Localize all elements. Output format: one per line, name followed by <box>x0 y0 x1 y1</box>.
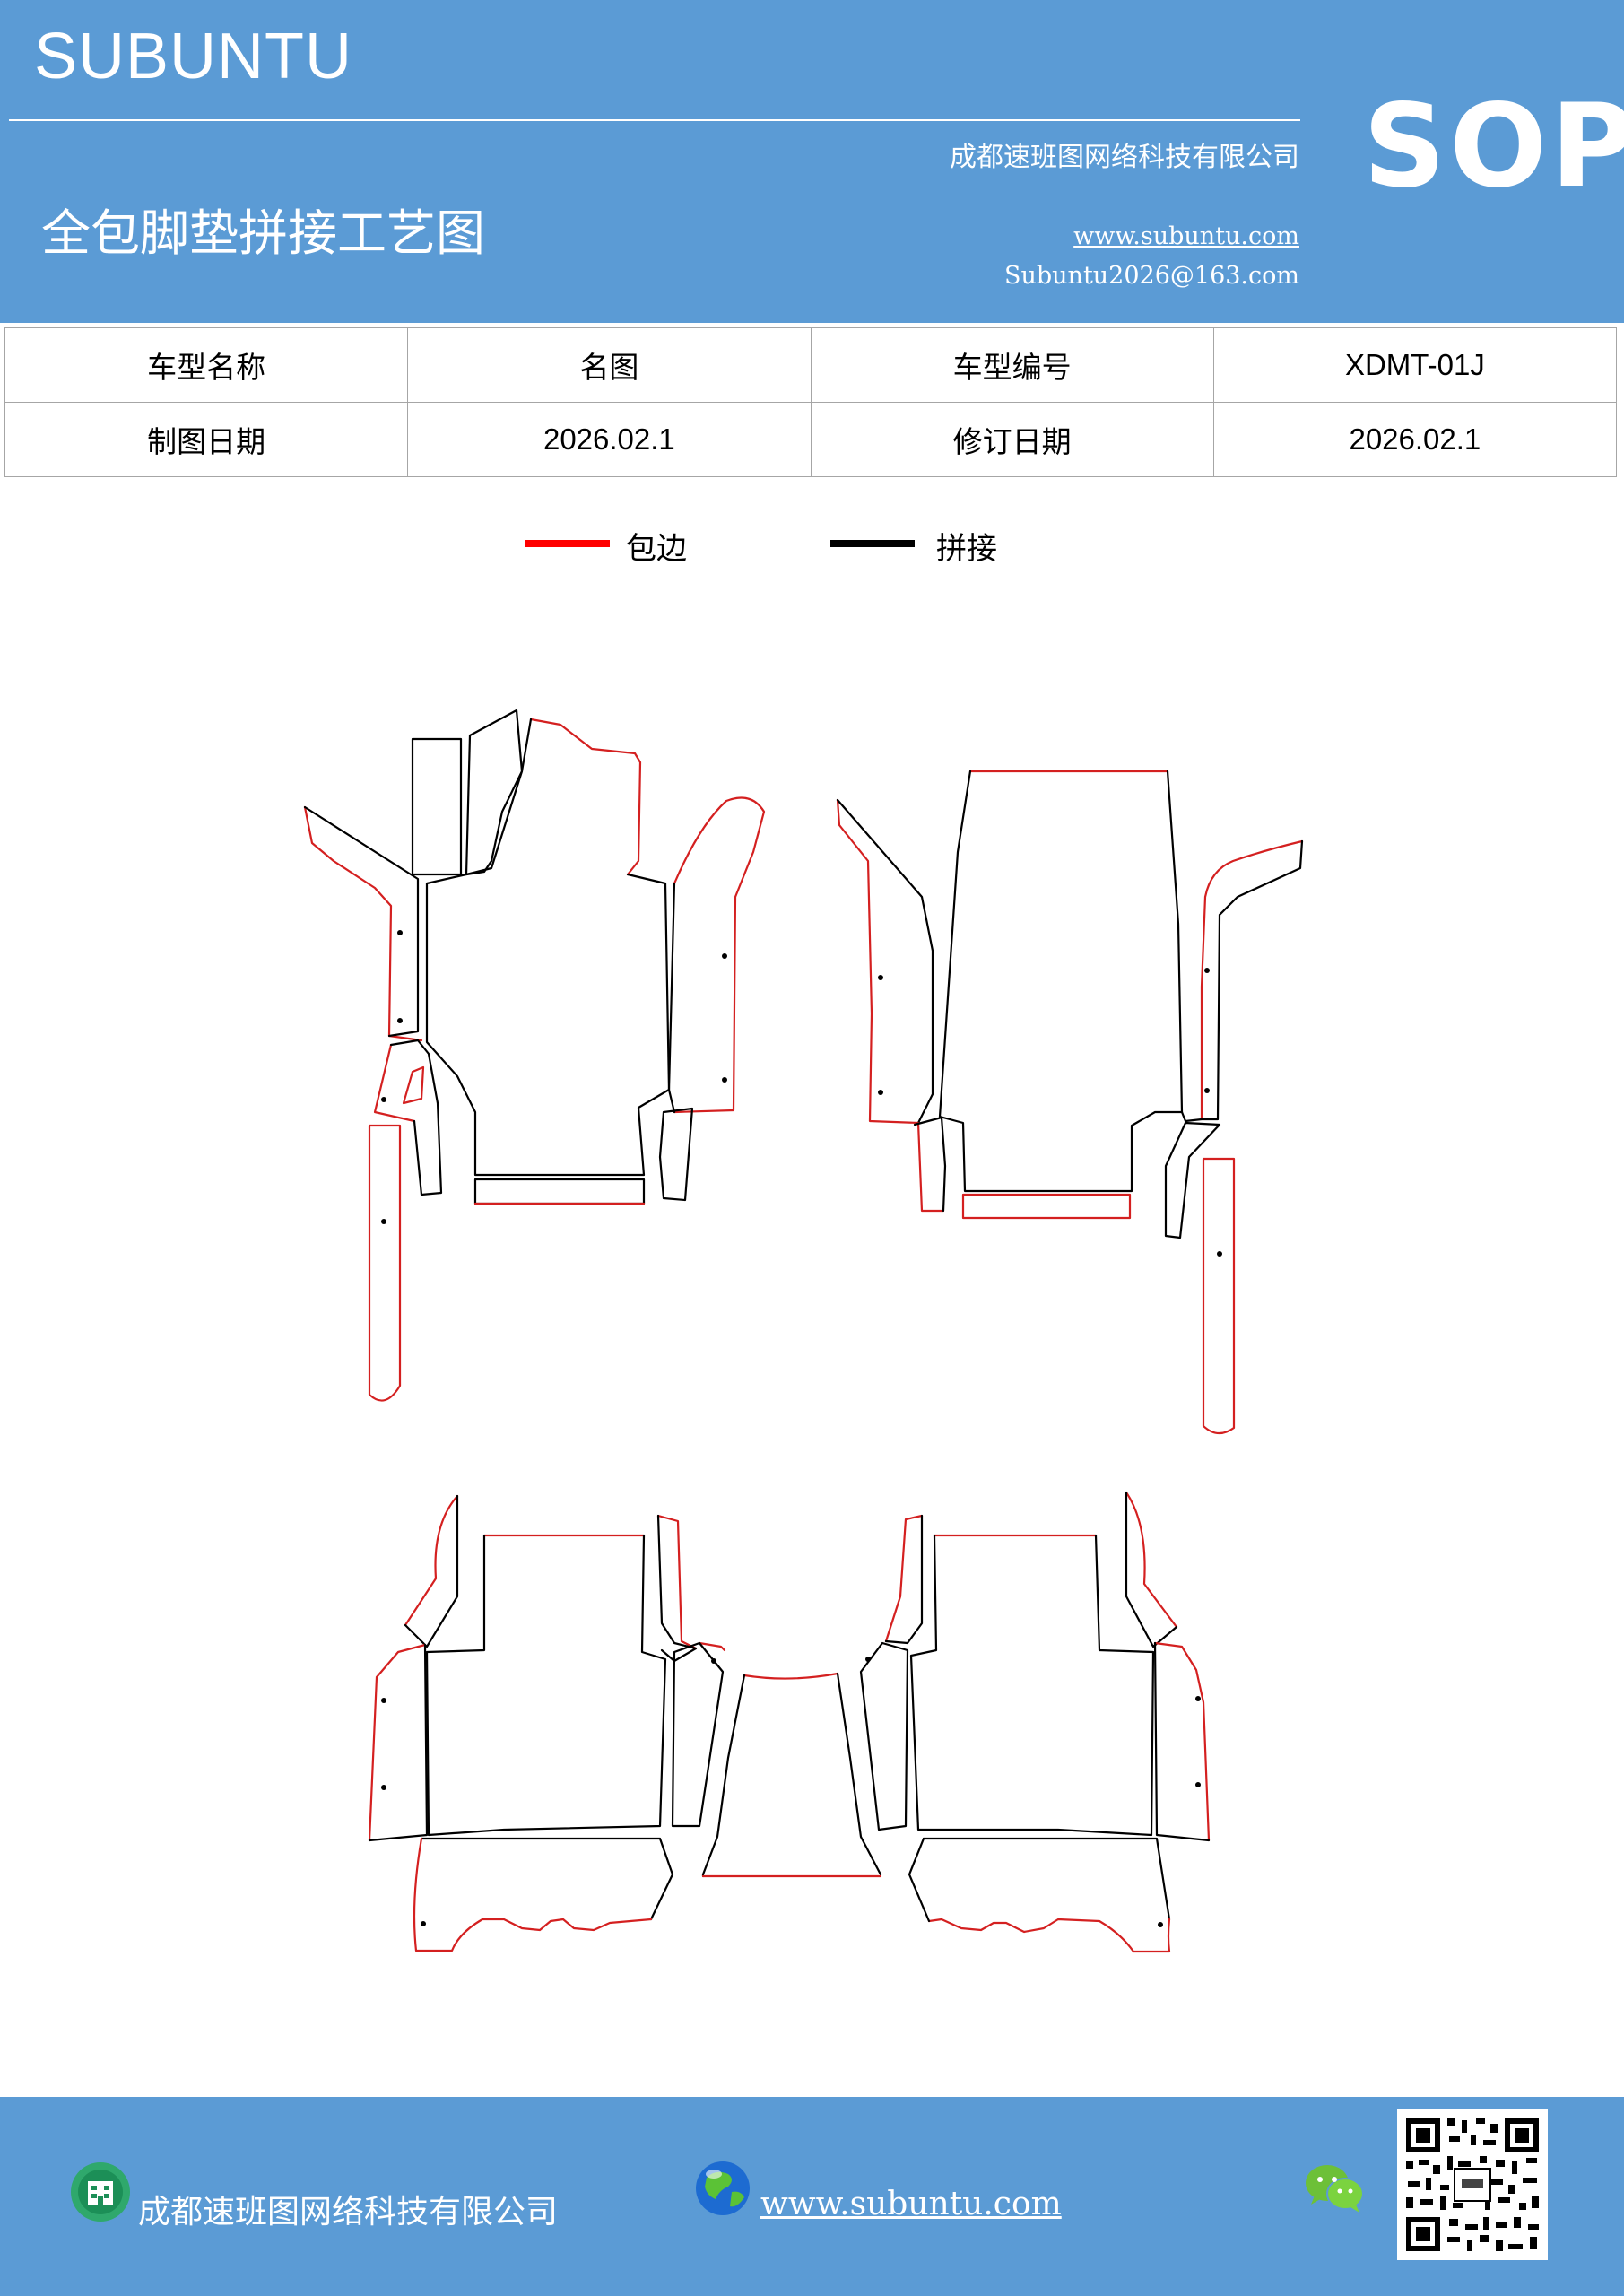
mat-piece <box>698 1641 726 1652</box>
rear-right-mat <box>859 1491 1211 1953</box>
mat-piece <box>465 709 524 876</box>
header-divider <box>9 119 1300 121</box>
mat-piece <box>884 1514 924 1643</box>
mat-piece <box>529 718 642 876</box>
mat-piece <box>673 796 766 1114</box>
footer-company-name: 成都速班图网络科技有限公司 <box>138 2194 559 2231</box>
mat-piece <box>404 1494 459 1627</box>
model-name-value: 名图 <box>407 327 812 403</box>
mat-piece <box>909 1534 1155 1837</box>
mat-piece <box>836 798 920 1125</box>
qr-code[interactable] <box>1397 2109 1548 2260</box>
model-code-label: 车型编号 <box>810 327 1214 403</box>
mat-piece <box>368 1124 402 1402</box>
mat-piece <box>473 1178 646 1205</box>
mat-piece <box>402 1065 425 1105</box>
mat-piece <box>425 718 671 1177</box>
mat-piece <box>1125 1491 1178 1629</box>
brand-name: SUBUNTU <box>34 21 353 92</box>
model-name-label: 车型名称 <box>4 327 409 403</box>
mat-piece <box>411 737 463 876</box>
mat-piece <box>884 1514 924 1645</box>
mat-piece <box>1153 1641 1211 1842</box>
mat-piece <box>389 1039 443 1196</box>
mat-piece <box>908 1837 931 1923</box>
table-row: 车型名称 名图 车型编号 XDMT-01J <box>4 327 1618 403</box>
mat-piece <box>938 770 1184 1193</box>
legend-item-seam: 拼接 <box>830 520 1046 574</box>
mat-piece <box>1164 1121 1221 1239</box>
legend-label-edge: 包边 <box>626 531 687 567</box>
front-right-mat <box>836 770 1304 1435</box>
mat-piece <box>1153 1641 1211 1842</box>
building-icon <box>71 2162 130 2222</box>
mat-piece <box>413 1837 653 1952</box>
mat-piece <box>303 805 420 1038</box>
mat-piece <box>368 1643 427 1842</box>
mat-piece <box>303 805 423 1042</box>
info-table: 车型名称 名图 车型编号 XDMT-01J 制图日期 2026.02.1 修订日… <box>4 327 1618 477</box>
mat-piece <box>656 1514 698 1663</box>
mat-piece <box>922 1837 1171 1921</box>
mat-piece <box>656 1514 698 1650</box>
mat-piece <box>836 1672 882 1876</box>
sop-badge: SOP <box>1363 80 1624 213</box>
table-row: 制图日期 2026.02.1 修订日期 2026.02.1 <box>4 402 1618 477</box>
mat-piece <box>425 1534 667 1837</box>
legend-swatch-black <box>830 540 915 547</box>
globe-icon <box>696 2161 750 2215</box>
website-link[interactable]: www.subuntu.com <box>1073 222 1299 250</box>
mat-piece <box>1180 839 1304 1123</box>
mat-piece <box>1200 839 1304 1121</box>
mat-piece <box>859 1641 909 1831</box>
mat-piece <box>373 1043 416 1123</box>
header-banner: SUBUNTU 成都速班图网络科技有限公司 全包脚垫拼接工艺图 www.subu… <box>0 0 1624 323</box>
revision-date-value: 2026.02.1 <box>1212 402 1618 477</box>
document-title: 全包脚垫拼接工艺图 <box>41 204 486 262</box>
mat-piece <box>743 1672 839 1680</box>
mat-piece <box>368 1643 429 1842</box>
model-code-value: XDMT-01J <box>1212 327 1618 403</box>
revision-date-label: 修订日期 <box>810 402 1214 477</box>
front-left-mat <box>303 709 766 1402</box>
legend-swatch-red <box>525 540 610 547</box>
email-address: Subuntu2026@163.com <box>1004 262 1299 290</box>
legend-label-seam: 拼接 <box>936 531 997 567</box>
mat-piece <box>701 1674 746 1878</box>
mat-piece <box>927 1918 1171 1953</box>
mat-piece <box>667 882 676 1114</box>
mat-piece <box>658 1107 694 1202</box>
mat-piece <box>916 1121 945 1213</box>
mat-piece <box>913 1116 947 1213</box>
mat-piece <box>420 1837 674 1921</box>
mat-piece <box>671 1641 725 1828</box>
mat-piece <box>404 1494 459 1648</box>
mat-piece <box>836 798 934 1125</box>
rear-left-mat <box>368 1494 726 1952</box>
draw-date-label: 制图日期 <box>4 402 409 477</box>
mat-piece <box>1125 1491 1178 1648</box>
mat-piece <box>961 1193 1132 1220</box>
draw-date-value: 2026.02.1 <box>407 402 812 477</box>
company-name: 成都速班图网络科技有限公司 <box>950 142 1299 173</box>
center-hump-mat <box>701 1672 882 1878</box>
footer-website-link[interactable]: www.subuntu.com <box>760 2186 1062 2222</box>
wechat-icon <box>1306 2165 1364 2213</box>
legend-item-edge: 包边 <box>525 520 741 574</box>
mat-piece <box>1202 1157 1236 1435</box>
